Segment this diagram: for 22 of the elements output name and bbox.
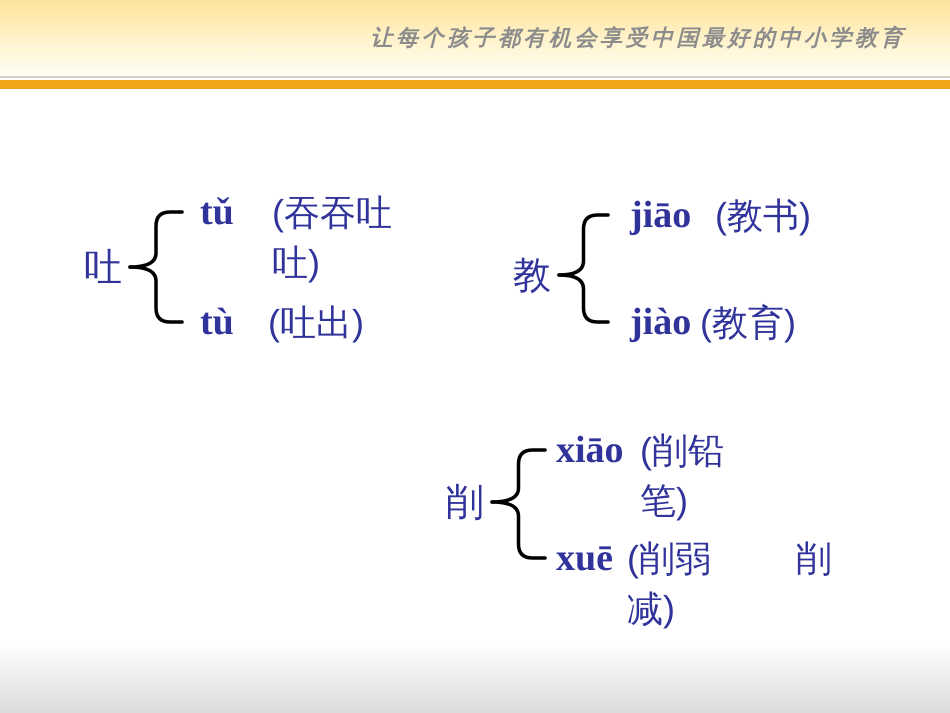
example-word: (吐出) — [268, 301, 364, 345]
pinyin-reading: tù — [200, 300, 234, 345]
pinyin-reading: jiāo — [630, 193, 692, 238]
polyphonic-character: 削 — [446, 481, 492, 523]
brace-connector — [128, 265, 184, 324]
brace-connector — [490, 448, 547, 504]
pinyin-reading: xuē — [556, 536, 613, 581]
example-word: (教育) — [700, 301, 796, 345]
pinyin-reading: xiāo — [556, 428, 624, 473]
polyphonic-character: 吐 — [84, 246, 130, 288]
pinyin-reading: jiào — [630, 300, 692, 345]
example-word: (削弱 削减) — [627, 537, 833, 631]
pinyin-reading: tǔ — [200, 190, 234, 235]
brace-connector — [557, 273, 610, 324]
slogan-text: 让每个孩子都有机会享受中国最好的中小学教育 — [370, 25, 906, 53]
polyphonic-character: 教 — [513, 254, 559, 296]
brace-connector — [128, 210, 184, 269]
brace-connector — [557, 213, 610, 277]
example-word: (吞吞吐吐) — [272, 191, 393, 285]
example-word: (削铅笔) — [640, 429, 725, 523]
brace-connector — [490, 500, 547, 560]
example-word: (教书) — [715, 194, 811, 238]
